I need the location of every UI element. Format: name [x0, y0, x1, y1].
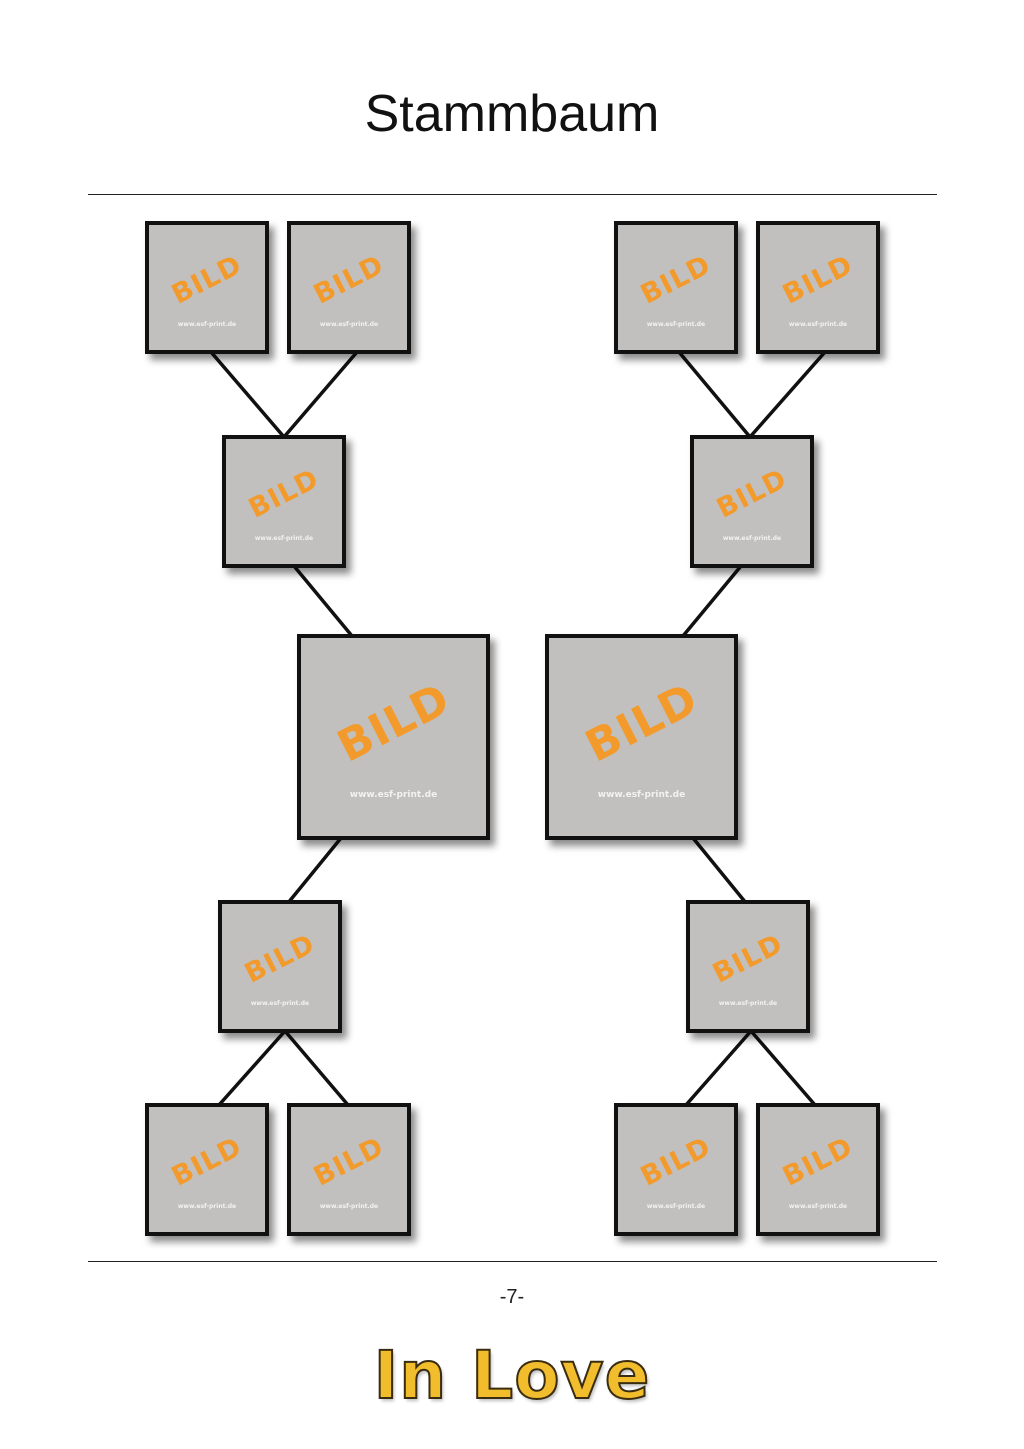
photo-placeholder-label: BILD — [243, 463, 325, 525]
photo-placeholder-url: www.esf-print.de — [788, 1203, 848, 1210]
photo-frame-left-parent-top[interactable]: BILD www.esf-print.de — [222, 435, 346, 568]
photo-frame-right-grandparent-2[interactable]: BILD www.esf-print.de — [756, 221, 880, 354]
photo-placeholder-label: BILD — [711, 463, 793, 525]
photo-frame-left-grandparent-4[interactable]: BILD www.esf-print.de — [287, 1103, 411, 1236]
photo-frame-right-main[interactable]: BILD www.esf-print.de — [545, 634, 738, 840]
connector-line — [282, 350, 359, 439]
photo-placeholder-url: www.esf-print.de — [788, 321, 848, 328]
connector-line — [286, 836, 343, 905]
connector-line — [681, 564, 743, 638]
photo-frame-right-parent-top[interactable]: BILD www.esf-print.de — [690, 435, 814, 568]
connector-line — [292, 564, 354, 638]
photo-frame-right-parent-bottom[interactable]: BILD www.esf-print.de — [686, 900, 810, 1033]
photo-frame-right-grandparent-1[interactable]: BILD www.esf-print.de — [614, 221, 738, 354]
photo-placeholder-url: www.esf-print.de — [177, 321, 237, 328]
page-title: Stammbaum — [364, 85, 660, 143]
bottom-divider — [88, 1261, 937, 1262]
photo-placeholder-url: www.esf-print.de — [718, 1000, 778, 1007]
photo-placeholder-label: BILD — [308, 1131, 390, 1193]
photo-frame-right-grandparent-3[interactable]: BILD www.esf-print.de — [614, 1103, 738, 1236]
connector-line — [217, 1029, 287, 1107]
connector-line — [283, 1029, 350, 1107]
photo-placeholder-label: BILD — [166, 1131, 248, 1193]
photo-placeholder-url: www.esf-print.de — [319, 1203, 379, 1210]
connector-line — [209, 350, 286, 439]
connector-line — [677, 350, 752, 439]
photo-placeholder-label: BILD — [635, 1131, 717, 1193]
photo-placeholder-label: BILD — [777, 249, 859, 311]
photo-placeholder-url: www.esf-print.de — [177, 1203, 237, 1210]
photo-placeholder-label: BILD — [577, 673, 706, 773]
photo-frame-left-grandparent-2[interactable]: BILD www.esf-print.de — [287, 221, 411, 354]
brand-logo: In Love — [373, 1337, 651, 1415]
photo-placeholder-url: www.esf-print.de — [254, 535, 314, 542]
photo-placeholder-url: www.esf-print.de — [349, 790, 438, 800]
connector-line — [684, 1029, 753, 1107]
connector-line — [691, 836, 748, 905]
photo-placeholder-label: BILD — [329, 673, 458, 773]
photo-placeholder-url: www.esf-print.de — [646, 1203, 706, 1210]
connector-line — [748, 350, 827, 439]
photo-placeholder-url: www.esf-print.de — [319, 321, 379, 328]
photo-placeholder-url: www.esf-print.de — [250, 1000, 310, 1007]
photo-placeholder-label: BILD — [308, 249, 390, 311]
connector-line — [749, 1029, 817, 1107]
photo-placeholder-label: BILD — [777, 1131, 859, 1193]
photo-placeholder-url: www.esf-print.de — [646, 321, 706, 328]
photo-frame-left-grandparent-3[interactable]: BILD www.esf-print.de — [145, 1103, 269, 1236]
photo-frame-left-main[interactable]: BILD www.esf-print.de — [297, 634, 490, 840]
photo-frame-left-grandparent-1[interactable]: BILD www.esf-print.de — [145, 221, 269, 354]
photo-frame-right-grandparent-4[interactable]: BILD www.esf-print.de — [756, 1103, 880, 1236]
page-number: -7- — [499, 1286, 525, 1308]
photo-frame-left-parent-bottom[interactable]: BILD www.esf-print.de — [218, 900, 342, 1033]
photo-placeholder-url: www.esf-print.de — [722, 535, 782, 542]
photo-placeholder-label: BILD — [239, 928, 321, 990]
photo-placeholder-label: BILD — [166, 249, 248, 311]
top-divider — [88, 194, 937, 195]
photo-placeholder-label: BILD — [635, 249, 717, 311]
photo-placeholder-url: www.esf-print.de — [597, 790, 686, 800]
photo-placeholder-label: BILD — [707, 928, 789, 990]
